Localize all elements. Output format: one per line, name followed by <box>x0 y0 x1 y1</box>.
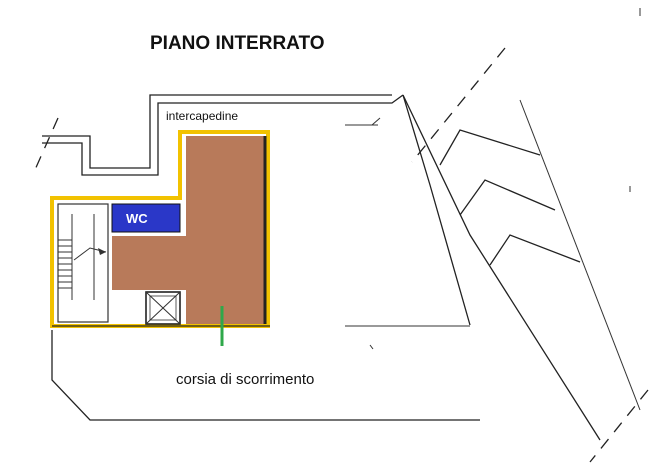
elevator-shaft <box>145 291 181 325</box>
right-dashed-line-top <box>411 47 506 163</box>
corridor-outline <box>51 325 480 421</box>
intercapedine-walls <box>42 94 404 176</box>
corsia-label: corsia di scorrimento <box>176 371 314 388</box>
intercapedine-label: intercapedine <box>166 109 238 123</box>
stairs <box>57 203 109 323</box>
basement-rooms <box>50 130 270 328</box>
page-title: PIANO INTERRATO <box>150 33 325 54</box>
ramp-walls <box>402 94 641 441</box>
right-dashed-line-bottom <box>589 389 649 463</box>
wc-label: WC <box>126 211 148 226</box>
left-dashed-line <box>33 117 59 173</box>
wc-room <box>111 203 181 233</box>
